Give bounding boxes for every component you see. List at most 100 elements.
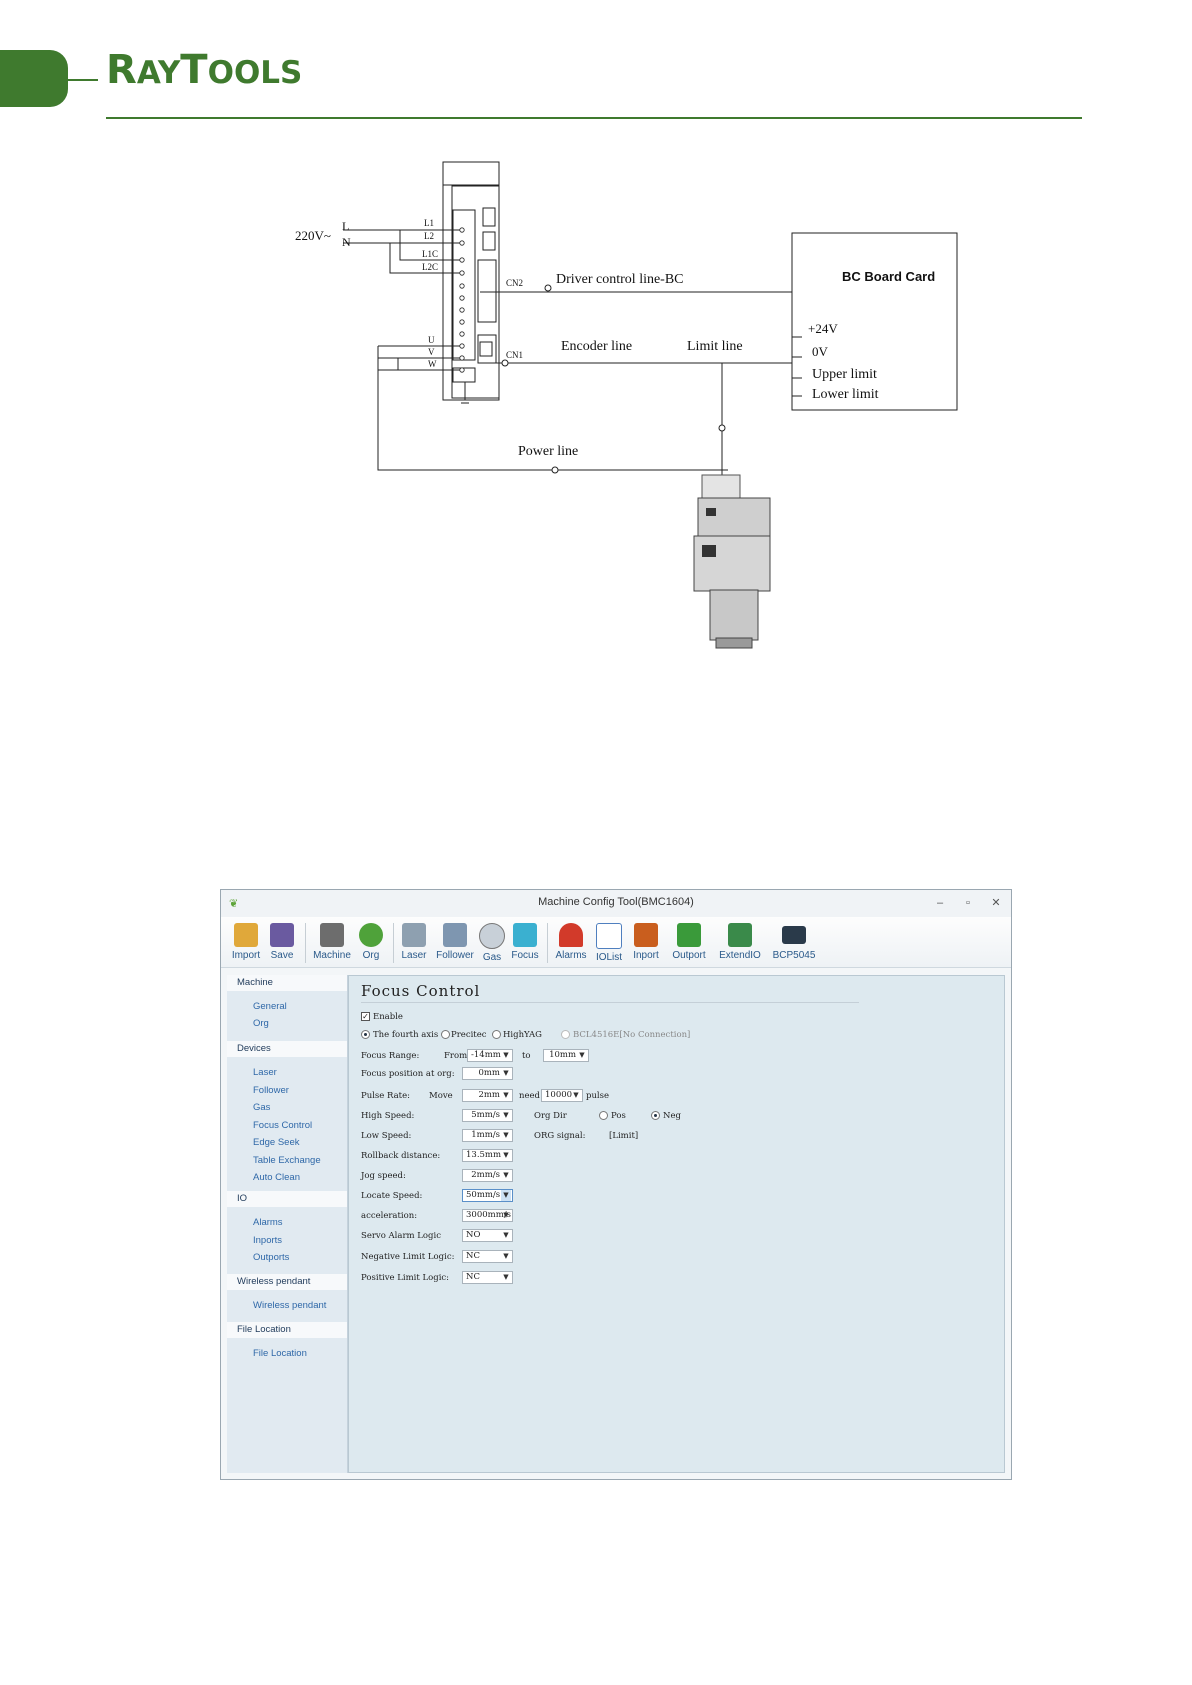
gas-button[interactable]: Gas	[479, 921, 505, 965]
bc-board-label: BC Board Card	[842, 269, 935, 284]
folder-open-icon	[234, 923, 258, 947]
enable-checkbox[interactable]: ✓	[361, 1012, 370, 1021]
extendio-button[interactable]: ExtendIO	[715, 921, 765, 965]
radio-precitec[interactable]	[441, 1030, 450, 1039]
toolbar-separator	[393, 923, 394, 963]
sidebar-item-outports[interactable]: Outports	[253, 1252, 290, 1263]
window-title: Machine Config Tool(BMC1604)	[538, 896, 694, 908]
sidebar-item-auto-clean[interactable]: Auto Clean	[253, 1172, 301, 1183]
focus-position-select[interactable]: 0mm▼	[462, 1067, 513, 1080]
radio-fourth-axis[interactable]	[361, 1030, 370, 1039]
sidebar-item-laser[interactable]: Laser	[253, 1067, 277, 1078]
terminal-l2c: L2C	[422, 262, 438, 272]
display-icon	[782, 926, 806, 944]
machine-button[interactable]: Machine	[311, 921, 353, 965]
sidebar-section-io: IO	[227, 1191, 347, 1207]
locate-speed-select[interactable]: 50mm/s▼	[462, 1189, 513, 1202]
positive-limit-logic-label: Positive Limit Logic:	[361, 1273, 450, 1283]
radio-fourth-axis-label: The fourth axis	[373, 1030, 439, 1040]
laser-button[interactable]: Laser	[399, 921, 429, 965]
sidebar-item-inports[interactable]: Inports	[253, 1235, 283, 1246]
panel-title: Focus Control	[361, 982, 481, 1000]
from-label: From	[444, 1051, 468, 1061]
sidebar-section-file-location: File Location	[227, 1322, 347, 1338]
iolist-button[interactable]: IOList	[593, 921, 625, 965]
focus-range-to-select[interactable]: 10mm▼	[543, 1049, 589, 1062]
org-signal-label: ORG signal:	[534, 1131, 586, 1141]
header-connector	[68, 79, 98, 81]
jog-speed-label: Jog speed:	[361, 1171, 406, 1181]
low-speed-label: Low Speed:	[361, 1131, 412, 1141]
save-button[interactable]: Save	[267, 921, 297, 965]
positive-limit-logic-select[interactable]: NC▼	[462, 1271, 513, 1284]
panel-title-rule	[361, 1002, 859, 1003]
need-label: need	[519, 1091, 540, 1101]
toolbar: Import Save Machine Org Laser Follower G…	[221, 917, 1011, 968]
sidebar-item-org[interactable]: Org	[253, 1018, 269, 1029]
inport-icon	[634, 923, 658, 947]
radio-bcl4516e[interactable]	[561, 1030, 570, 1039]
org-dir-neg-radio[interactable]	[651, 1111, 660, 1120]
cutting-head-image	[693, 474, 771, 649]
negative-limit-logic-select[interactable]: NC▼	[462, 1250, 513, 1263]
servo-alarm-logic-select[interactable]: NO▼	[462, 1229, 513, 1242]
header-tab	[0, 50, 68, 107]
terminal-l2: L2	[424, 231, 434, 241]
laser-icon	[402, 923, 426, 947]
radio-bcl4516e-label: BCL4516E[No Connection]	[573, 1030, 691, 1040]
outport-icon	[677, 923, 701, 947]
bc-pin-0v: 0V	[812, 344, 829, 359]
org-dir-pos-label: Pos	[611, 1111, 626, 1121]
wiring-diagram: 220V~ L N L1 L2 L1C L2C U V W CN2 CN1 Dr…	[295, 161, 958, 649]
bcp5045-button[interactable]: BCP5045	[769, 921, 819, 965]
acceleration-select[interactable]: 3000mm/s▼	[462, 1209, 513, 1222]
minimize-icon[interactable]: –	[936, 897, 944, 909]
org-dir-pos-radio[interactable]	[599, 1111, 608, 1120]
terminal-w: W	[428, 359, 437, 369]
terminal-v: V	[428, 347, 435, 357]
focus-range-label: Focus Range:	[361, 1051, 420, 1061]
negative-limit-logic-label: Negative Limit Logic:	[361, 1252, 455, 1262]
sidebar-item-gas[interactable]: Gas	[253, 1102, 271, 1113]
terminal-u: U	[428, 335, 435, 345]
focus-range-from-select[interactable]: -14mm▼	[467, 1049, 513, 1062]
org-button[interactable]: Org	[357, 921, 385, 965]
inport-button[interactable]: Inport	[629, 921, 663, 965]
focus-button[interactable]: Focus	[509, 921, 541, 965]
follower-button[interactable]: Follower	[433, 921, 477, 965]
need-select[interactable]: 10000▼	[541, 1089, 583, 1102]
move-select[interactable]: 2mm▼	[462, 1089, 513, 1102]
outport-button[interactable]: Outport	[667, 921, 711, 965]
title-bar: ❦ Machine Config Tool(BMC1604) – ▫ ✕	[221, 890, 1011, 918]
focus-position-label: Focus position at org:	[361, 1069, 455, 1079]
import-button[interactable]: Import	[229, 921, 263, 965]
l-label: L	[342, 219, 349, 233]
follower-icon	[443, 923, 467, 947]
limit-line-label: Limit line	[687, 339, 743, 354]
sidebar-item-focus-control[interactable]: Focus Control	[253, 1120, 313, 1131]
cn2-label: CN2	[506, 278, 523, 288]
sidebar-section-devices: Devices	[227, 1041, 347, 1057]
sidebar-item-alarms[interactable]: Alarms	[253, 1217, 283, 1228]
rollback-distance-select[interactable]: 13.5mm▼	[462, 1149, 513, 1162]
sidebar-item-wireless-pendant[interactable]: Wireless pendant	[253, 1300, 327, 1311]
close-icon[interactable]: ✕	[991, 897, 1001, 909]
high-speed-select[interactable]: 5mm/s▼	[462, 1109, 513, 1122]
driver-control-line-label: Driver control line-BC	[556, 272, 684, 287]
low-speed-select[interactable]: 1mm/s▼	[462, 1129, 513, 1142]
maximize-icon[interactable]: ▫	[966, 897, 970, 909]
move-label: Move	[429, 1091, 453, 1101]
alarms-button[interactable]: Alarms	[553, 921, 589, 965]
to-label: to	[522, 1051, 531, 1061]
sidebar-item-general[interactable]: General	[253, 1001, 287, 1012]
app-leaf-icon: ❦	[229, 898, 239, 910]
sidebar-item-file-location[interactable]: File Location	[253, 1348, 307, 1359]
org-signal-value: [Limit]	[609, 1131, 639, 1141]
sidebar-item-table-exchange[interactable]: Table Exchange	[253, 1155, 321, 1166]
sidebar-item-edge-seek[interactable]: Edge Seek	[253, 1137, 300, 1148]
locate-speed-label: Locate Speed:	[361, 1191, 423, 1201]
jog-speed-select[interactable]: 2mm/s▼	[462, 1169, 513, 1182]
sidebar-item-follower[interactable]: Follower	[253, 1085, 289, 1096]
radio-highyag[interactable]	[492, 1030, 501, 1039]
encoder-line-label: Encoder line	[561, 339, 632, 354]
